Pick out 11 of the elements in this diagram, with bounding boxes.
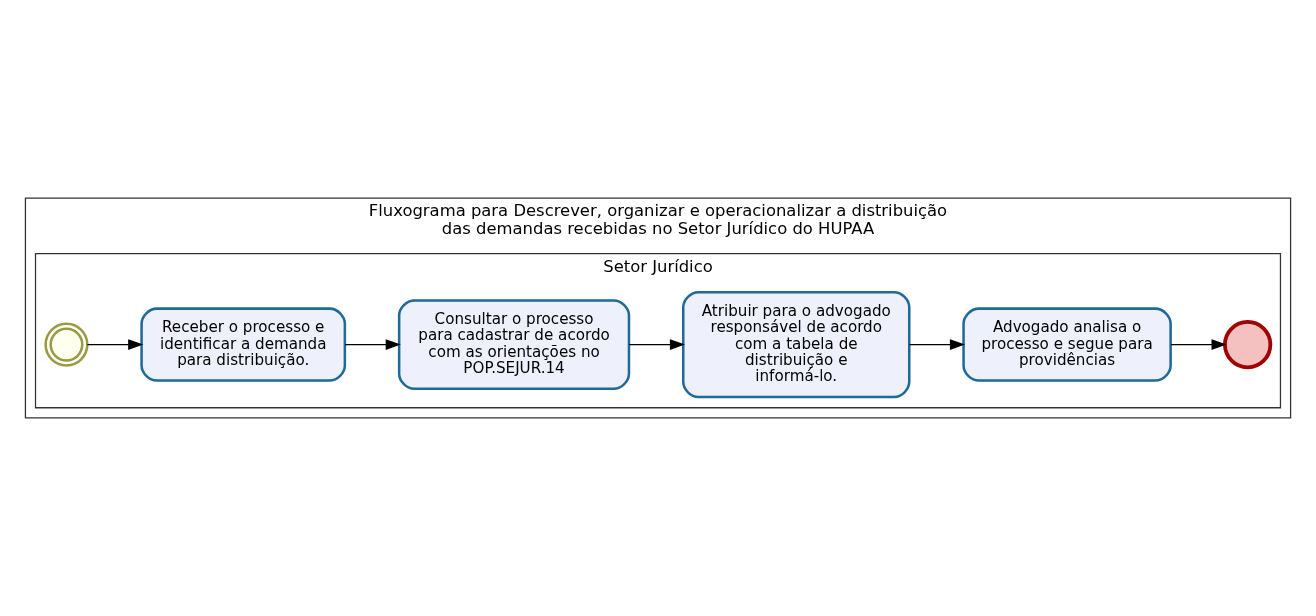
node-box: Advogado analisa o processo e segue para providências [962, 307, 1172, 382]
arrow [628, 339, 686, 350]
node-circle [1223, 320, 1273, 370]
arrow [344, 339, 401, 350]
arrow [908, 339, 966, 350]
node-box: Receber o processo e identificar a demanda para distribuição. [140, 307, 347, 382]
arrow [1170, 339, 1227, 350]
node-box: Atribuir para o advogado responsável de acordo com a tabela de distribuição e informá-lo. [682, 290, 911, 399]
arrow [86, 339, 144, 350]
node-box: Consultar o processo para cadastrar de acordo com as orientações no POP.SEJUR.14 [397, 299, 631, 391]
node-circle [44, 322, 89, 367]
